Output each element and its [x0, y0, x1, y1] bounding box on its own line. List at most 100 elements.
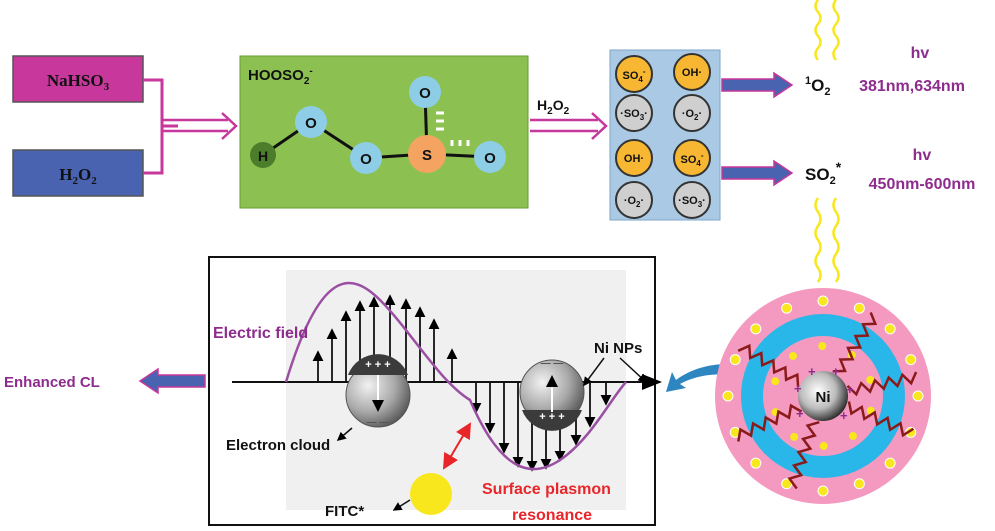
inner-dot	[848, 432, 857, 441]
electron-cloud-sphere-2: — — + + +	[519, 358, 585, 431]
h-atom-label: H	[258, 148, 268, 164]
ni-nps-label: Ni NPs	[594, 340, 642, 357]
inner-dot	[771, 377, 780, 386]
spr-label-line2: resonance	[512, 507, 592, 524]
inner-dot	[790, 432, 799, 441]
outer-dot	[884, 323, 896, 335]
o2-radical-1	[673, 94, 711, 132]
outer-dot	[817, 295, 829, 307]
energy-transfer-arrow	[442, 422, 472, 470]
o-atom-1	[295, 106, 327, 138]
enhanced-cl-label: Enhanced CL	[4, 374, 100, 391]
nahso3-label: NaHSO3	[47, 71, 110, 93]
inner-dot	[819, 441, 828, 450]
outer-dot	[781, 478, 793, 490]
outer-dot	[750, 323, 762, 335]
polymer-chain	[787, 420, 820, 490]
ni-core-label: Ni	[816, 389, 831, 406]
electron-cloud-label: Electron cloud	[226, 437, 330, 454]
electric-field-label: Electric field	[213, 325, 308, 342]
fitc-molecule	[410, 473, 452, 515]
ni-plus-6: +	[840, 408, 848, 423]
reactant-bracket	[143, 78, 178, 175]
electron-cloud-sphere-1: + + + — —	[345, 354, 411, 428]
outer-dot	[729, 354, 741, 366]
polymer-chain	[832, 312, 878, 373]
outer-dot	[781, 302, 793, 314]
s-atom	[408, 135, 446, 173]
polymer-chain	[847, 401, 915, 438]
ni-plus-1: +	[808, 364, 816, 379]
polymer-chains	[737, 312, 918, 490]
inner-dot	[789, 351, 798, 360]
arrow-to-radicals	[530, 112, 608, 140]
nanoparticle-assembly: Ni + + + + + +	[715, 288, 931, 504]
oh-radical-2	[615, 139, 653, 177]
o-atom-top-label: O	[419, 85, 431, 102]
arrow-to-1o2	[721, 71, 794, 99]
oh-radical-2-label: OH·	[624, 153, 644, 165]
enhanced-cl-arrow	[138, 367, 206, 395]
o-atom-2	[350, 142, 382, 174]
wavelength-bottom: 450nm-600nm	[869, 176, 976, 193]
o2-radical-2	[615, 181, 653, 219]
spr-label-line1: Surface plasmon	[482, 481, 611, 498]
so4-radical-1	[615, 55, 653, 93]
o2-radical-1-label: ·O2·	[682, 108, 702, 122]
so4-radical-1-label: SO4-	[622, 67, 645, 84]
outer-dot	[853, 478, 865, 490]
fitc-label: FITC*	[325, 503, 364, 520]
intermediate-box: HOOSO2- H O O O S O	[239, 55, 529, 209]
electric-field-wave	[284, 281, 627, 471]
sphere-2-plus: + + +	[539, 411, 564, 423]
so4-radical-2	[673, 139, 711, 177]
so3-radical-1-label: ·SO3·	[620, 108, 648, 122]
outer-dot	[853, 302, 865, 314]
photon-waves-top	[814, 0, 840, 61]
h2o2-arrow-label: H2O2	[537, 97, 570, 117]
nahso3-box: NaHSO3	[12, 55, 144, 103]
hv-bottom: hv	[913, 147, 932, 164]
yellow-dots	[722, 295, 924, 497]
sphere-1-plus: + + +	[365, 359, 390, 371]
ni-plus-5: +	[796, 406, 804, 421]
outer-dot	[722, 390, 734, 402]
o-atom-2-label: O	[360, 151, 372, 168]
o-atom-top	[409, 76, 441, 108]
o-atom-right-label: O	[484, 150, 496, 167]
wavelength-top: 381nm,634nm	[859, 78, 965, 95]
polymer-chain	[737, 403, 803, 442]
plasmon-panel: + + + — — — — + + + Electric field Ni NP…	[208, 256, 662, 526]
1o2-label: 1O2	[805, 75, 830, 98]
outer-dot	[750, 457, 762, 469]
arrow-to-so2	[721, 159, 794, 187]
hv-top: hv	[911, 45, 930, 62]
so4-radical-2-label: SO4-	[680, 151, 703, 168]
oh-radical-1	[673, 53, 711, 91]
intermediate-title: HOOSO2-	[248, 66, 313, 87]
s-atom-label: S	[422, 147, 432, 164]
sphere-2-minus: — —	[541, 358, 564, 369]
radicals-panel: SO4- OH· ·SO3· ·O2· OH· SO4- ·O2· ·SO3·	[609, 49, 721, 221]
inner-dot	[818, 342, 827, 351]
ni-plus-4: +	[846, 382, 854, 397]
o2-radical-2-label: ·O2·	[624, 195, 644, 209]
so2-excited-label: SO2*	[805, 159, 842, 187]
sphere-1-minus: — —	[367, 417, 390, 428]
polymer-chain	[737, 343, 800, 387]
inner-dot	[866, 375, 875, 384]
ni-plus-3: +	[794, 381, 802, 396]
h-atom	[250, 142, 276, 168]
outer-dot	[912, 390, 924, 402]
arrow-to-intermediate	[162, 112, 238, 140]
o-atom-1-label: O	[305, 115, 317, 132]
polymer-chain	[846, 371, 918, 397]
oh-radical-1-label: OH·	[682, 67, 702, 79]
h2o2-label: H2O2	[59, 165, 97, 187]
so3-radical-2-label: ·SO3·	[678, 195, 706, 209]
h2o2-box: H2O2	[12, 149, 144, 197]
outer-dot	[905, 354, 917, 366]
photon-waves-bottom	[814, 197, 840, 283]
ni-core	[798, 371, 848, 421]
